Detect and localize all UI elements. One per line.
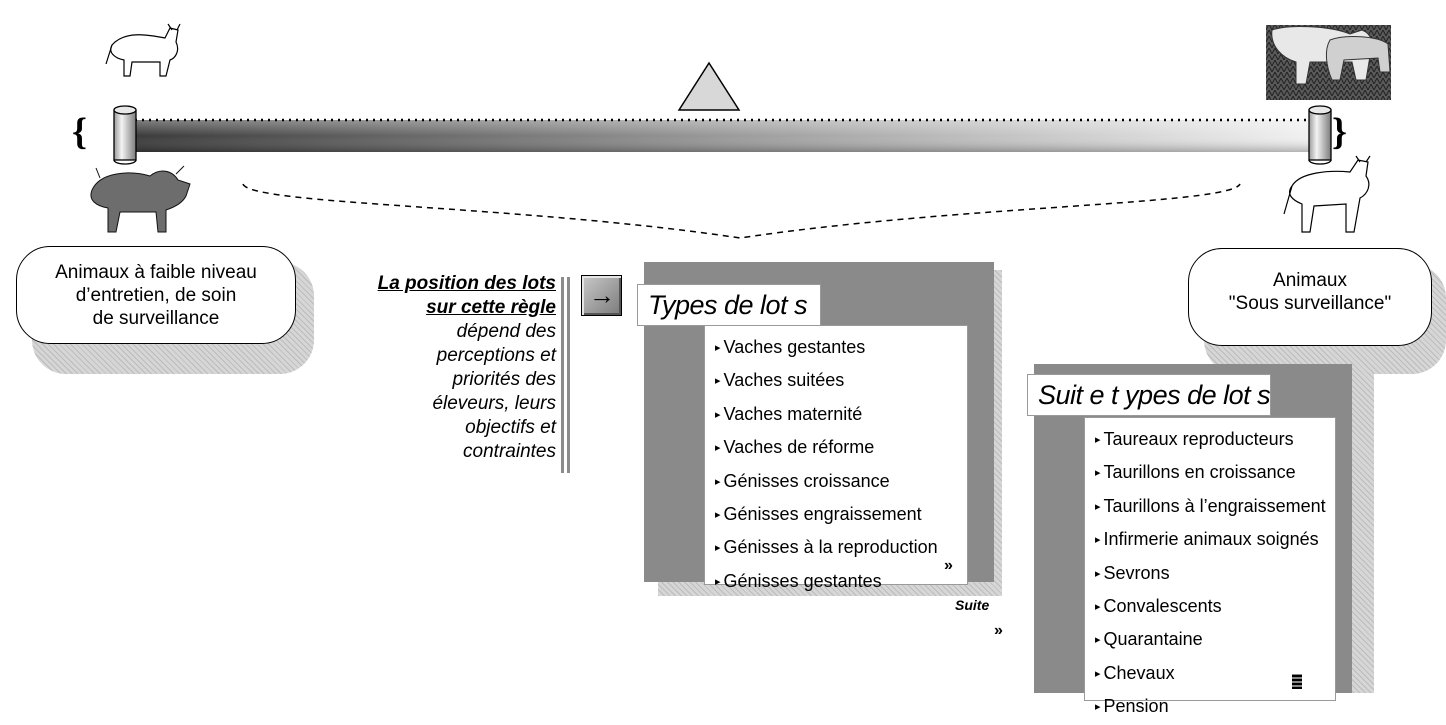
list-item: Taurillons à l’engraissement	[1085, 491, 1335, 524]
more-arrows-icon[interactable]: »	[944, 557, 953, 574]
list-item: Génisses engraissement	[705, 499, 967, 532]
zebu-sketch-bottom-right	[1283, 155, 1371, 233]
rule-note-line1: La position des lots	[377, 273, 556, 294]
right-category-box: Animaux "Sous surveillance"	[1188, 248, 1432, 346]
pivot-triangle	[677, 61, 741, 111]
list-item: Quarantaine	[1085, 624, 1335, 657]
rule-note-line5: priorités des	[452, 369, 557, 390]
rule-note-line8: contraintes	[463, 441, 556, 462]
cow-sketch-top-left	[105, 23, 181, 77]
left-bracket: {	[72, 111, 87, 153]
rule-note: La position des lots sur cette règle dép…	[320, 272, 556, 464]
rule-note-line6: éleveurs, leurs	[432, 393, 556, 414]
list-item: Génisses croissance	[705, 466, 967, 499]
arrow-right-icon: →	[589, 280, 615, 310]
suite-arrows-icon[interactable]: »	[994, 622, 1003, 639]
rule-note-line3: dépend des	[456, 321, 556, 342]
list-item: Vaches de réforme	[705, 432, 967, 465]
suite-panel-title: Suit e t ypes de lot s	[1027, 374, 1271, 416]
dashed-brace	[242, 183, 1241, 239]
rule-note-line4: perceptions et	[436, 345, 556, 366]
left-category-box: Animaux à faible niveau d’entretien, de …	[16, 246, 296, 344]
rule-note-line2: sur cette règle	[426, 297, 556, 318]
list-item: Vaches gestantes	[705, 332, 967, 365]
list-item: Vaches suitées	[705, 365, 967, 398]
list-item: Taureaux reproducteurs	[1085, 424, 1335, 457]
list-item: Sevrons	[1085, 558, 1335, 591]
left-box-line3: de surveillance	[92, 308, 220, 329]
types-panel-title: Types de lot s	[637, 284, 821, 326]
list-item: Taurillons en croissance	[1085, 457, 1335, 490]
right-cylinder	[1308, 105, 1332, 165]
scale-bar	[130, 118, 1320, 152]
list-item: Pension	[1085, 691, 1335, 724]
rule-note-line7: objectifs et	[465, 417, 556, 438]
list-item: Infirmerie animaux soignés	[1085, 524, 1335, 557]
zebu-sketch-bottom-left	[90, 165, 191, 233]
left-cylinder	[113, 105, 137, 165]
list-item: Génisses à la reproduction	[705, 532, 967, 565]
right-bracket: }	[1332, 111, 1347, 153]
left-box-line1: Animaux à faible niveau	[55, 262, 257, 283]
right-box-line2: "Sous surveillance"	[1228, 293, 1392, 314]
list-item: Génisses gestantes	[705, 566, 967, 599]
arrow-button[interactable]: →	[581, 275, 622, 316]
types-list: Vaches gestantes Vaches suitées Vaches m…	[704, 325, 968, 591]
list-item: Vaches maternité	[705, 399, 967, 432]
rule-note-divider-1	[561, 277, 564, 473]
right-box-line1: Animaux	[1273, 270, 1347, 291]
rule-note-divider-2	[567, 277, 570, 473]
left-box-line2: d’entretien, de soin	[75, 285, 237, 306]
list-item: Convalescents	[1085, 591, 1335, 624]
scroll-grip-icon[interactable]	[1292, 674, 1302, 689]
scale-diagram	[90, 23, 1391, 239]
suite-link[interactable]: Suite	[955, 597, 990, 613]
cattle-photo-top-right	[1266, 25, 1391, 100]
list-item: Chevaux	[1085, 658, 1335, 691]
suite-list: Taureaux reproducteurs Taurillons en cro…	[1084, 417, 1336, 716]
